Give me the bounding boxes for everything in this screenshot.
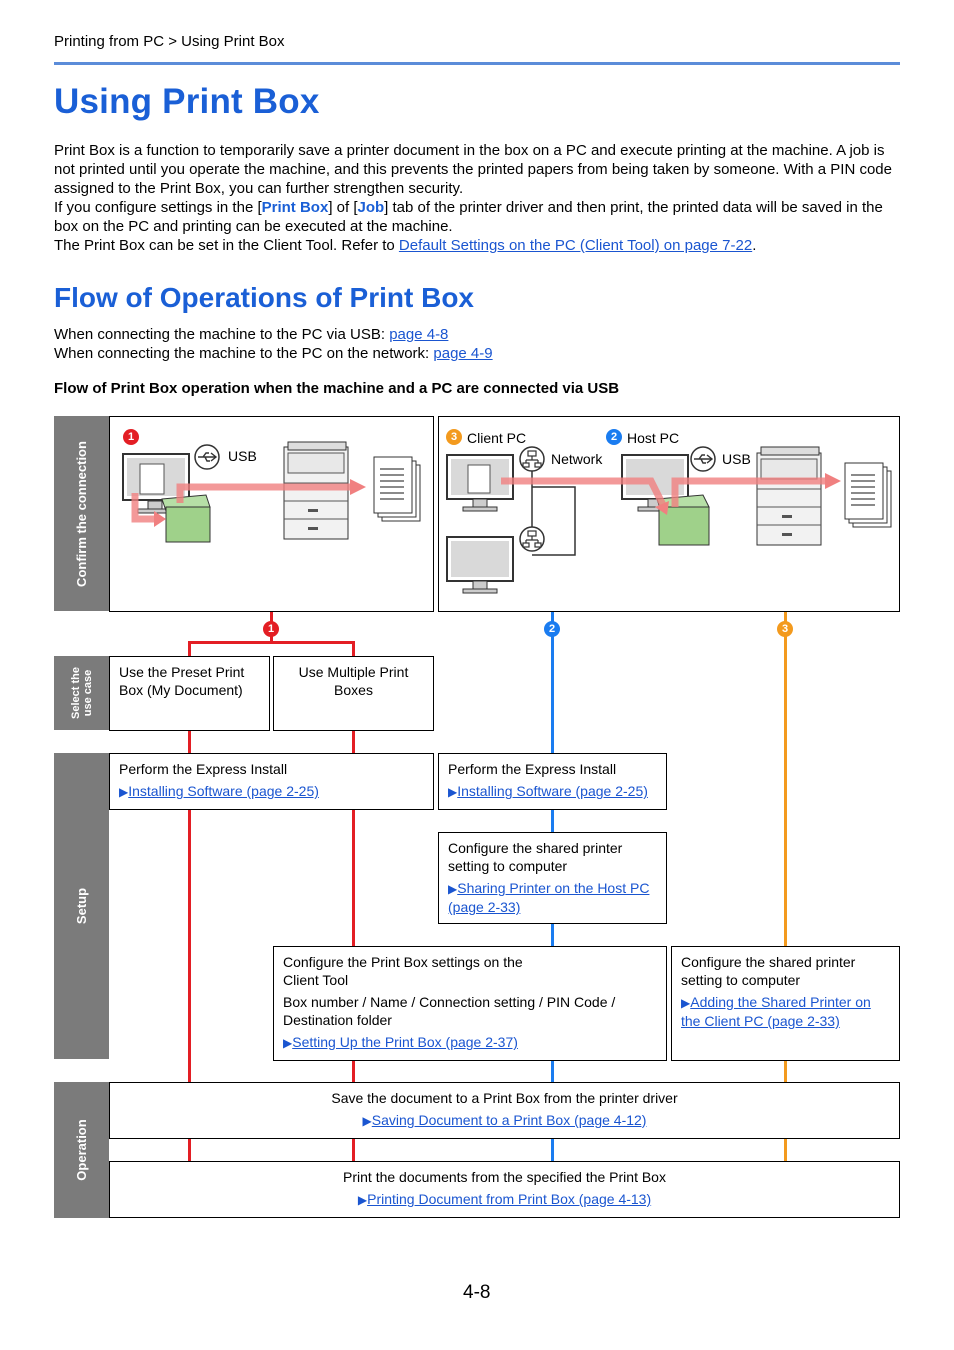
sidebar-confirm: Confirm the connection	[54, 416, 109, 611]
case3-line	[784, 611, 787, 1161]
usb-connection-line: When connecting the machine to the PC vi…	[54, 325, 900, 344]
intro-p2-b: ] of [	[328, 199, 358, 216]
multiple-print-boxes-option: Use Multiple Print Boxes	[273, 656, 434, 731]
sharing-printer-host-link[interactable]: Sharing Printer on the Host PC (page 2-3…	[448, 880, 650, 915]
host-pc-badge: 2	[606, 429, 622, 445]
saving-document-link[interactable]: Saving Document to a Print Box (page 4-1…	[371, 1112, 647, 1128]
print-box-settings-link-row: ▶Setting Up the Print Box (page 2-37)	[283, 1033, 657, 1052]
arrow-icon: ▶	[362, 1114, 372, 1128]
intro-paragraph-3: The Print Box can be set in the Client T…	[54, 236, 900, 255]
network-diagram-illustration	[446, 446, 892, 594]
intro-p3-b: .	[752, 237, 757, 254]
express-install-link-row-1: ▶Installing Software (page 2-25)	[119, 782, 424, 801]
arrow-icon: ▶	[448, 785, 458, 799]
usb-connection-text: When connecting the machine to the PC vi…	[54, 326, 390, 343]
express-install-title-2: Perform the Express Install	[448, 761, 617, 777]
print-document-box: Print the documents from the specified t…	[109, 1161, 900, 1218]
shared-printer-host-box: Configure the shared printer setting to …	[438, 832, 667, 924]
save-document-title: Save the document to a Print Box from th…	[331, 1090, 678, 1106]
case1-split-line	[188, 641, 355, 644]
intro-p2-c: ] tab of the printer driver and then pri…	[54, 199, 883, 235]
shared-client-link-row: ▶Adding the Shared Printer on the Client…	[681, 993, 890, 1030]
sidebar-select: Select the use case	[54, 656, 109, 730]
sidebar-operation: Operation	[54, 1082, 109, 1218]
shared-printer-client-box: Configure the shared printer setting to …	[671, 946, 900, 1061]
print-box-settings-detail: Box number / Name / Connection setting /…	[283, 994, 616, 1028]
flow-subheading: Flow of Print Box operation when the mac…	[54, 380, 620, 397]
preset-option-label: Use the Preset Print Box (My Document)	[119, 664, 245, 698]
sidebar-select-label: Select the use case	[69, 667, 94, 719]
arrow-icon: ▶	[448, 882, 458, 896]
host-usb-label: USB	[722, 451, 751, 467]
connection-links: When connecting the machine to the PC vi…	[54, 325, 900, 363]
arrow-icon: ▶	[357, 1193, 368, 1207]
job-keyword: Job	[357, 199, 385, 216]
case2-badge: 2	[544, 621, 560, 637]
network-connection-text: When connecting the machine to the PC on…	[54, 345, 434, 362]
shared-client-title: Configure the shared printer setting to …	[681, 954, 856, 988]
save-document-link-row: ▶Saving Document to a Print Box (page 4-…	[119, 1111, 890, 1130]
sidebar-setup-label: Setup	[73, 887, 89, 925]
sidebar-operation-label: Operation	[73, 1119, 89, 1181]
network-page-link[interactable]: page 4-9	[433, 345, 493, 362]
intro-paragraph-1: Print Box is a function to temporarily s…	[54, 142, 892, 197]
intro-text: Print Box is a function to temporarily s…	[54, 141, 900, 255]
host-pc-label: Host PC	[627, 430, 680, 446]
usb-panel-badge: 1	[123, 429, 139, 445]
shared-host-link-row: ▶Sharing Printer on the Host PC (page 2-…	[448, 879, 657, 916]
breadcrumb: Printing from PC > Using Print Box	[54, 33, 285, 50]
client-pc-label: Client PC	[467, 430, 527, 446]
case3-badge: 3	[777, 621, 793, 637]
save-document-box: Save the document to a Print Box from th…	[109, 1082, 900, 1139]
shared-host-title: Configure the shared printer setting to …	[448, 840, 623, 874]
intro-p2-a: If you configure settings in the [	[54, 199, 262, 216]
usb-diagram-illustration	[122, 441, 421, 543]
usb-page-link[interactable]: page 4-8	[389, 326, 449, 343]
client-pc-badge: 3	[446, 429, 462, 445]
case1-right-line	[352, 641, 355, 1161]
usb-connection-panel: 1 USB	[109, 416, 434, 612]
setting-up-print-box-link[interactable]: Setting Up the Print Box (page 2-37)	[292, 1034, 518, 1050]
usb-label: USB	[228, 448, 257, 464]
printing-document-link[interactable]: Printing Document from Print Box (page 4…	[367, 1191, 652, 1207]
express-install-box-2: Perform the Express Install ▶Installing …	[438, 753, 667, 810]
section-title: Flow of Operations of Print Box	[54, 282, 474, 313]
page-number: 4-8	[463, 1282, 491, 1303]
network-connection-panel: 3 Client PC 2 Host PC Network USB	[438, 416, 900, 612]
sidebar-setup: Setup	[54, 753, 109, 1059]
arrow-icon: ▶	[283, 1036, 293, 1050]
sidebar-confirm-label: Confirm the connection	[73, 440, 89, 587]
page-title: Using Print Box	[54, 82, 320, 121]
arrow-icon: ▶	[119, 785, 129, 799]
express-install-box-1: Perform the Express Install ▶Installing …	[109, 753, 434, 810]
preset-print-box-option: Use the Preset Print Box (My Document)	[109, 656, 270, 731]
print-document-link-row: ▶Printing Document from Print Box (page …	[119, 1190, 890, 1209]
express-install-title-1: Perform the Express Install	[119, 761, 288, 777]
print-document-title: Print the documents from the specified t…	[343, 1169, 666, 1185]
adding-shared-printer-link[interactable]: Adding the Shared Printer on the Client …	[681, 994, 871, 1029]
intro-p3-a: The Print Box can be set in the Client T…	[54, 237, 399, 254]
print-box-settings-box: Configure the Print Box settings on the …	[273, 946, 667, 1061]
header-divider	[54, 62, 900, 65]
express-install-link-row-2: ▶Installing Software (page 2-25)	[448, 782, 657, 801]
print-box-keyword: Print Box	[261, 199, 329, 216]
installing-software-link-1[interactable]: Installing Software (page 2-25)	[128, 783, 319, 799]
case1-badge: 1	[263, 621, 279, 637]
print-box-settings-title: Configure the Print Box settings on the …	[283, 954, 523, 988]
network-label: Network	[551, 451, 603, 467]
installing-software-link-2[interactable]: Installing Software (page 2-25)	[457, 783, 648, 799]
case1-left-line	[188, 641, 191, 1161]
arrow-icon: ▶	[681, 996, 691, 1010]
intro-paragraph-2: If you configure settings in the [Print …	[54, 198, 900, 236]
multiple-option-label: Use Multiple Print Boxes	[298, 664, 409, 698]
network-connection-line: When connecting the machine to the PC on…	[54, 344, 900, 363]
client-tool-link[interactable]: Default Settings on the PC (Client Tool)…	[398, 237, 753, 254]
